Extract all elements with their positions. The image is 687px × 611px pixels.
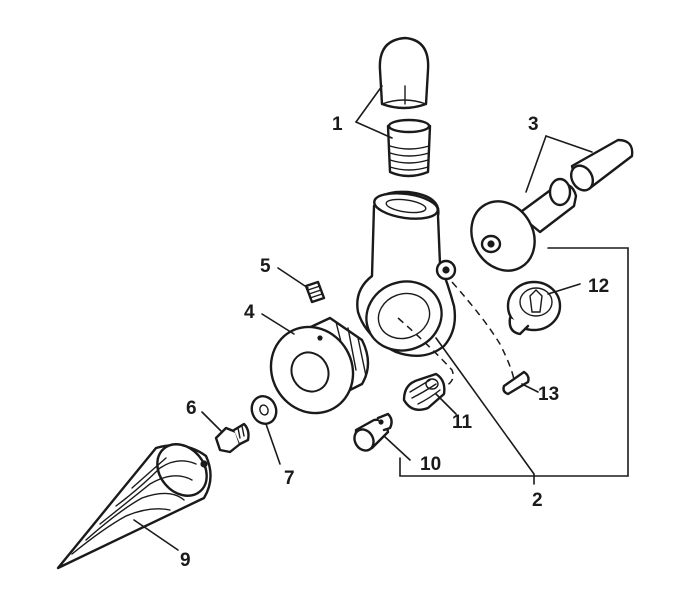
part-12-knob: [506, 280, 562, 336]
callout-12: 12: [588, 276, 609, 297]
callout-2: 2: [532, 490, 543, 511]
callout-9: 9: [180, 550, 191, 571]
part-4-castellated-ring: [269, 316, 370, 415]
callout-5: 5: [260, 256, 271, 277]
part-2-housing-body: [356, 190, 457, 358]
part-9-cone-bit: [56, 443, 212, 570]
callout-13: 13: [538, 384, 559, 405]
leader-lines: [133, 85, 629, 551]
assembly-dashed-lines: [397, 281, 515, 387]
part-6-bolt: [214, 422, 250, 454]
part-3-shaft-and-sleeve: [470, 138, 634, 272]
callout-7: 7: [284, 468, 295, 489]
callout-4: 4: [244, 302, 255, 323]
callout-10: 10: [420, 454, 441, 475]
callout-11: 11: [452, 412, 473, 433]
callout-6: 6: [186, 398, 197, 419]
callout-1: 1: [332, 114, 343, 135]
part-1-pin-and-bushing: [378, 36, 432, 178]
part-10-plunger: [353, 412, 393, 452]
part-11-spring: [402, 372, 446, 411]
callout-labels: 1 3 5 4 12 13 6 11 7 10 2 9: [180, 114, 609, 571]
part-13-pin: [502, 370, 530, 396]
part-7-washer: [250, 395, 278, 425]
part-5-set-screw: [304, 280, 326, 304]
callout-3: 3: [528, 114, 539, 135]
